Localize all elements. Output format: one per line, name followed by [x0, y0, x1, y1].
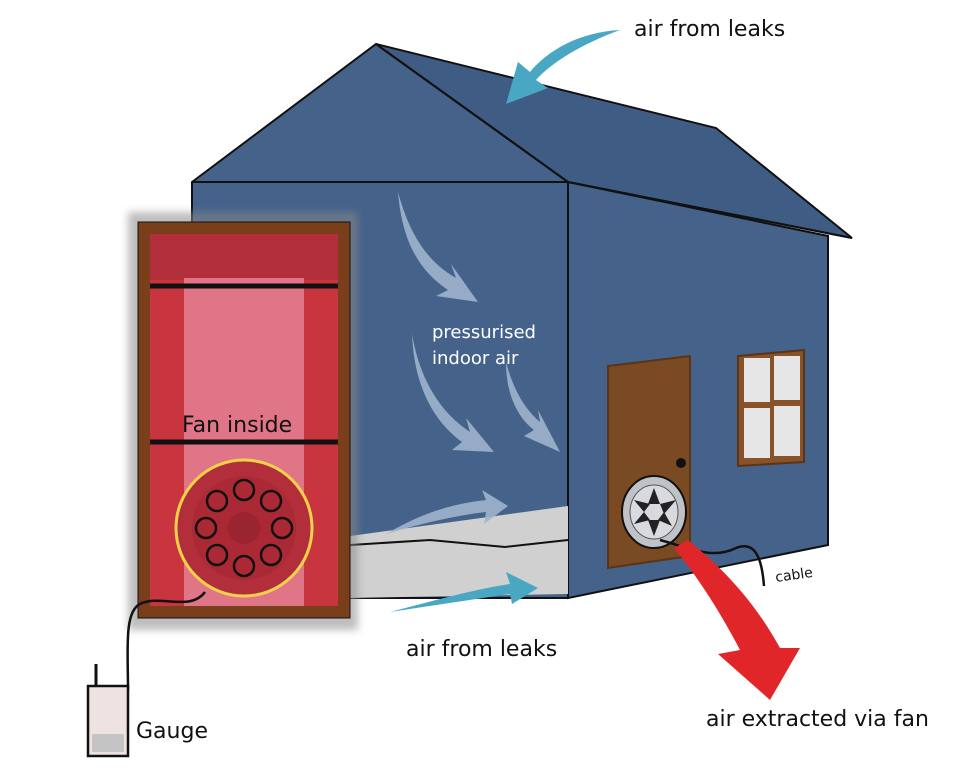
extract-arrow — [674, 540, 800, 700]
indoor-air-arrows — [386, 192, 560, 534]
label-air-extracted: air extracted via fan — [706, 707, 929, 732]
indoor-arrow-4 — [386, 490, 508, 534]
label-gauge: Gauge — [136, 719, 208, 744]
label-pressurised-line2: indoor air — [432, 348, 519, 369]
house — [191, 42, 853, 600]
door-knob — [676, 458, 686, 468]
leak-arrow-top — [506, 30, 620, 104]
blower-door-frame — [128, 212, 358, 630]
window — [737, 348, 805, 468]
gauge-cable — [126, 591, 206, 691]
house-floor — [350, 506, 568, 598]
roof-ridge — [375, 43, 569, 183]
indoor-arrow-1 — [398, 192, 478, 302]
frame-fan — [174, 458, 314, 598]
gauge-device-icon — [86, 664, 130, 758]
label-fan-inside: Fan inside — [182, 413, 292, 438]
indoor-arrow-2 — [412, 334, 494, 452]
indoor-arrow-3 — [506, 362, 560, 452]
label-pressurised-line1: pressurised — [432, 322, 536, 343]
label-air-leaks-top: air from leaks — [634, 17, 785, 42]
leak-arrow-bottom — [390, 572, 538, 612]
label-air-leaks-bottom: air from leaks — [406, 637, 557, 662]
floor-crack-line — [349, 538, 569, 549]
roof-side-eave — [567, 181, 853, 239]
fan-grille-icon — [621, 475, 687, 549]
label-cable: cable — [774, 565, 814, 586]
